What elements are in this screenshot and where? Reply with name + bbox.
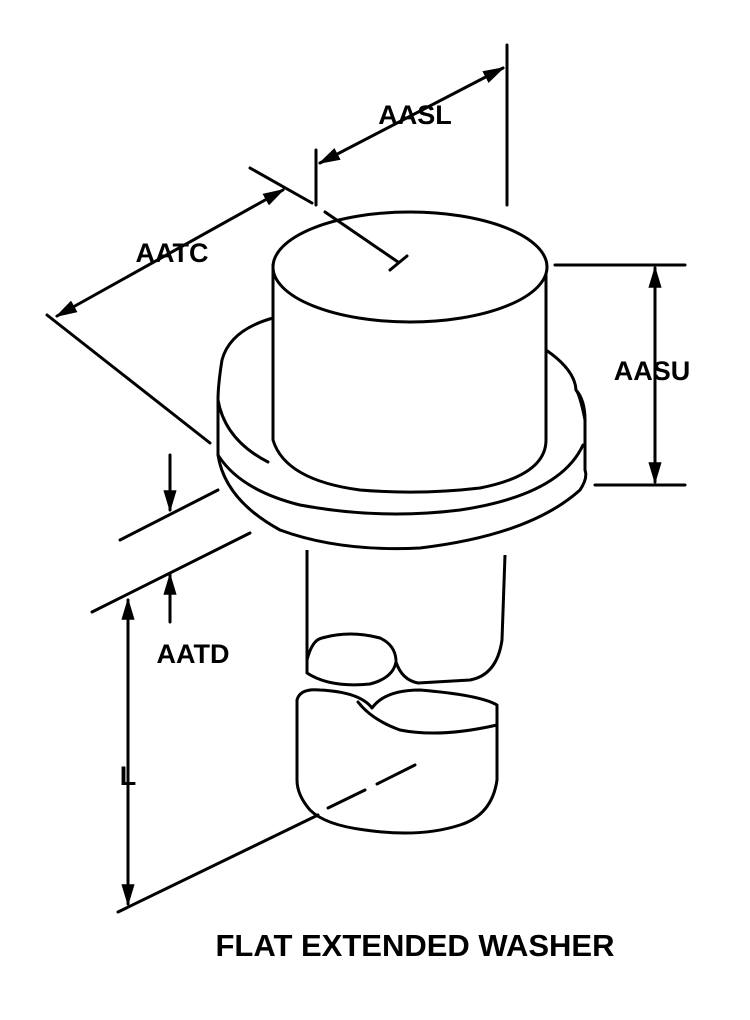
diagram-title: FLAT EXTENDED WASHER bbox=[216, 928, 615, 963]
dimension-aasu: AASU bbox=[553, 263, 691, 487]
aatc-label: AATC bbox=[136, 238, 209, 268]
aatd-label: AATD bbox=[157, 639, 230, 669]
lower-base bbox=[295, 688, 499, 835]
l-label: L bbox=[120, 761, 137, 791]
aasl-label: AASL bbox=[378, 100, 452, 130]
dimension-l: L bbox=[116, 597, 417, 914]
dimension-aasl: AASL bbox=[314, 43, 509, 207]
shaft bbox=[305, 550, 507, 687]
dimension-aatd: AATD bbox=[90, 453, 252, 669]
aasu-label: AASU bbox=[614, 356, 691, 386]
dimension-aatc: AATC bbox=[45, 166, 314, 445]
cylinder-head bbox=[271, 210, 549, 494]
